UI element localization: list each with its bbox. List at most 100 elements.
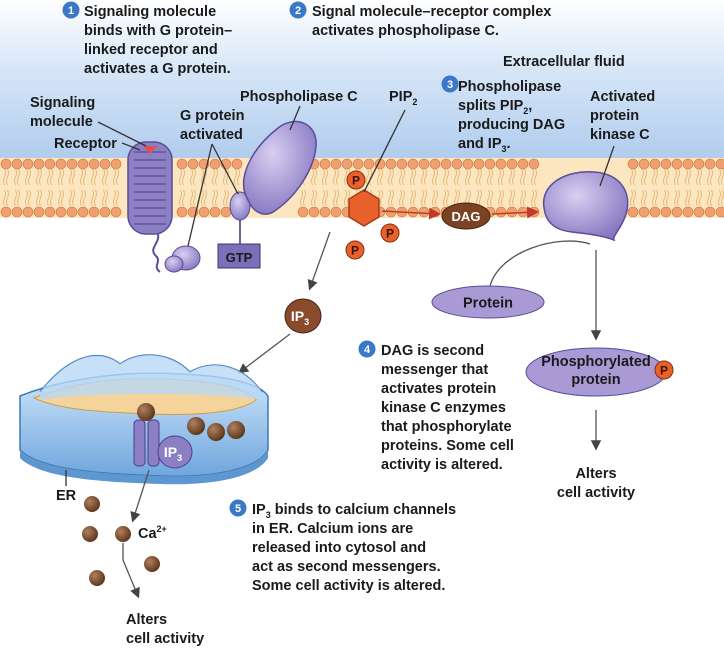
phospholipid-tail bbox=[380, 189, 383, 207]
activated-pkc-label-1: Activated bbox=[590, 89, 655, 105]
phospholipid-tail bbox=[465, 168, 468, 186]
phospholipid-tail bbox=[116, 189, 119, 207]
phospholipid-tail bbox=[512, 168, 515, 186]
phospholipid-tail bbox=[6, 168, 9, 186]
phospholipid-tail bbox=[685, 168, 688, 186]
svg-text:P: P bbox=[660, 364, 668, 378]
phospholipid-tail bbox=[721, 168, 724, 186]
phospholipid-tail bbox=[28, 189, 31, 207]
phosphorylated-protein-label-1: Phosphorylated bbox=[541, 354, 651, 370]
phospholipid-tail bbox=[487, 168, 490, 186]
phospholipid-tail bbox=[105, 168, 108, 186]
ip3-to-er-arrow bbox=[237, 333, 291, 374]
phospholipid-tail bbox=[215, 168, 218, 186]
phospholipid-tail bbox=[468, 168, 471, 186]
svg-text:3: 3 bbox=[447, 79, 453, 91]
calcium-channel bbox=[133, 419, 160, 467]
channel-release-arrow bbox=[130, 469, 150, 523]
phospholipid-tail bbox=[435, 189, 438, 207]
calcium-label: Ca2+ bbox=[138, 524, 167, 542]
phospholipase-c-pointer bbox=[289, 105, 301, 131]
phospholipid-tail bbox=[179, 189, 182, 207]
alters-bottom-2: cell activity bbox=[126, 631, 204, 647]
phospholipid-tail bbox=[226, 189, 229, 207]
g-protein-beta bbox=[164, 255, 184, 273]
phospholipid-tail bbox=[721, 189, 724, 207]
receptor bbox=[127, 141, 173, 273]
phospholipid-tail bbox=[311, 189, 314, 207]
alters-bottom-1: Alters bbox=[126, 612, 167, 628]
extracellular-fluid-label: Extracellular fluid bbox=[503, 54, 625, 70]
phospholipid-head bbox=[484, 158, 496, 170]
receptor-label: Receptor bbox=[54, 136, 117, 152]
endoplasmic-reticulum bbox=[19, 354, 269, 485]
phospholipid-tail bbox=[644, 189, 647, 207]
pip2-pointer bbox=[363, 109, 406, 193]
step-4-line-1: DAG is second bbox=[381, 343, 484, 359]
phospholipid-tail bbox=[652, 168, 655, 186]
phospholipid-tail bbox=[377, 168, 380, 186]
phospholipid-head bbox=[440, 158, 452, 170]
phospholipase-c bbox=[243, 120, 317, 215]
step-3-line-3: producing DAG bbox=[458, 117, 565, 133]
g-protein-activated-label-1: G protein bbox=[180, 108, 244, 124]
phospholipid-tail bbox=[17, 189, 20, 207]
phospholipid-tail bbox=[14, 189, 17, 207]
phospholipid-tail bbox=[36, 168, 39, 186]
phospholipid-head bbox=[506, 206, 518, 218]
phospholipid-head bbox=[715, 158, 724, 170]
phospholipid-head bbox=[55, 206, 67, 218]
phospholipid-head bbox=[77, 158, 89, 170]
protein-substrate bbox=[431, 285, 545, 319]
signaling-molecule bbox=[143, 146, 157, 154]
step-3-line-2: splits PIP2, bbox=[458, 98, 532, 116]
signaling-molecule-label-1: Signaling bbox=[30, 95, 95, 111]
phospholipid-tail bbox=[69, 189, 72, 207]
phospholipid-tail bbox=[333, 189, 336, 207]
pip2-label: PIP2 bbox=[389, 89, 417, 107]
phospholipid-tail bbox=[17, 168, 20, 186]
phospholipid-tail bbox=[498, 168, 501, 186]
phospholipid-head bbox=[209, 206, 221, 218]
phospholipid-tail bbox=[94, 168, 97, 186]
phospholipid-tail bbox=[50, 168, 53, 186]
phospholipid-tail bbox=[446, 189, 449, 207]
step-5-line-4: act as second messengers. bbox=[252, 559, 441, 575]
step-5-line-2: in ER. Calcium ions are bbox=[252, 521, 413, 537]
phospholipid-tail bbox=[212, 189, 215, 207]
phospholipid-tail bbox=[303, 189, 306, 207]
phospholipid-tail bbox=[39, 168, 42, 186]
phospholipid-head bbox=[330, 206, 342, 218]
step-5-number-circle bbox=[229, 499, 247, 517]
phospholipid-tail bbox=[36, 189, 39, 207]
step-1-line-3: linked receptor and bbox=[84, 42, 218, 58]
alters-right-2: cell activity bbox=[557, 485, 635, 501]
phospholipid-tail bbox=[58, 168, 61, 186]
phospholipid-tail bbox=[113, 189, 116, 207]
phospholipid-tail bbox=[179, 168, 182, 186]
pip2-phosphate-right: P bbox=[380, 223, 400, 243]
phospholipid-tail bbox=[457, 168, 460, 186]
activated-pkc-label-2: protein bbox=[590, 108, 639, 124]
phospholipid-tail bbox=[696, 168, 699, 186]
phospholipid-head bbox=[638, 206, 650, 218]
phospholipid-head bbox=[341, 158, 353, 170]
phospholipid-tail bbox=[234, 168, 237, 186]
phospholipid-tail bbox=[113, 168, 116, 186]
phospholipid-tail bbox=[102, 168, 105, 186]
phospholipid-tail bbox=[688, 189, 691, 207]
phospholipid-tail bbox=[333, 168, 336, 186]
phospholipid-tail bbox=[226, 168, 229, 186]
phospholipid-tail bbox=[91, 168, 94, 186]
phospholipid-head bbox=[473, 158, 485, 170]
phospholipid-tail bbox=[25, 168, 28, 186]
phospholipid-tail bbox=[641, 168, 644, 186]
phosphorylated-protein-label-2: protein bbox=[571, 372, 620, 388]
phospholipid-tail bbox=[655, 168, 658, 186]
phospholipid-tail bbox=[432, 168, 435, 186]
step-4-line-5: that phosphorylate bbox=[381, 419, 512, 435]
phospholipid-tail bbox=[201, 168, 204, 186]
step-3-line-4: and IP3. bbox=[458, 136, 511, 154]
phospholipid-tail bbox=[391, 168, 394, 186]
